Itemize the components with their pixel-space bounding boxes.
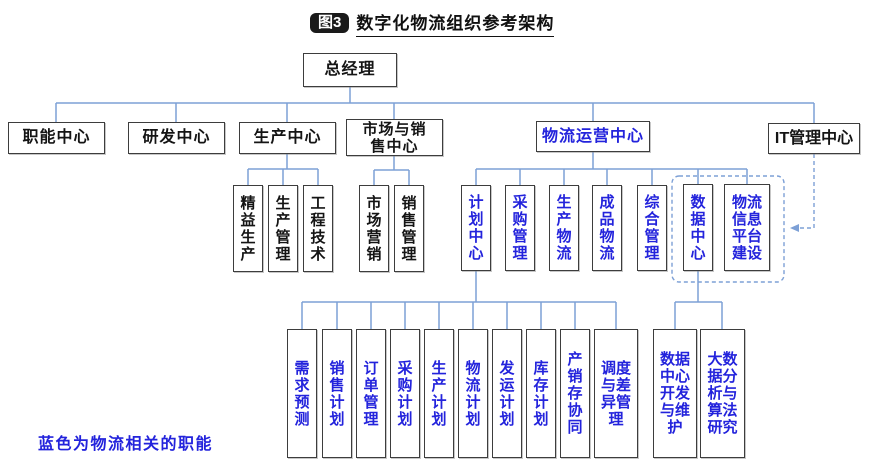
node-logistics-operation-center: 物流运营中心: [536, 121, 650, 152]
node-psi-collaboration: 产销存协同: [560, 329, 590, 458]
node-label: 成品物流: [599, 194, 615, 262]
node-label: 精益生产: [240, 194, 256, 263]
node-label: 销售管理: [401, 194, 417, 263]
node-label: 采购管理: [512, 194, 528, 262]
legend-note: 蓝色为物流相关的职能: [38, 436, 214, 453]
connector-root-level2: [55, 87, 815, 123]
node-label: 生产管理: [275, 194, 291, 263]
node-data-center: 数据中心: [683, 184, 713, 271]
node-marketing: 市场营销: [359, 185, 389, 272]
node-label: 订单管理: [363, 359, 379, 428]
node-label: 生产中心: [253, 129, 322, 146]
node-inventory-plan: 库存计划: [526, 329, 556, 458]
node-label: 大数据分析与算法研究: [707, 351, 738, 436]
node-bigdata-analytics-algorithm: 大数据分析与算法研究: [700, 329, 745, 458]
node-dc-development-maintenance: 数据中心开发与维护: [653, 329, 697, 458]
node-label: 需求预测: [294, 359, 310, 428]
node-shipping-plan: 发运计划: [492, 329, 522, 458]
node-it-management-center: IT管理中心: [768, 123, 860, 154]
node-logistics-plan: 物流计划: [458, 329, 488, 458]
node-label: 库存计划: [533, 359, 549, 428]
node-finished-goods-logistics: 成品物流: [592, 185, 622, 271]
node-general-management: 综合管理: [637, 185, 667, 271]
node-label: 物流计划: [465, 359, 481, 428]
figure-title: 数字化物流组织参考架构: [356, 9, 555, 37]
node-label: 数据中心: [690, 193, 706, 262]
connector-data-center: [674, 271, 723, 329]
figure-number-badge: 图3: [310, 13, 350, 33]
node-label: 研发中心: [142, 129, 211, 146]
node-label: 采购计划: [397, 359, 413, 428]
node-functional-center: 职能中心: [8, 122, 105, 154]
node-label: 市场营销: [366, 194, 382, 263]
node-procurement-management: 采购管理: [505, 185, 535, 271]
connector-planning: [301, 271, 617, 329]
node-label: 物流运营中心: [541, 127, 644, 145]
node-label: 职能中心: [22, 129, 91, 146]
connector-marketing: [373, 156, 410, 185]
node-planning-center: 计划中心: [461, 185, 491, 271]
node-production-plan: 生产计划: [424, 329, 454, 458]
node-production-management: 生产管理: [268, 185, 298, 272]
node-demand-forecast: 需求预测: [287, 329, 317, 458]
dashed-arrow-it-to-data: [790, 154, 815, 232]
node-label: 总经理: [324, 61, 376, 78]
node-label: 产销存协同: [567, 351, 583, 436]
node-label: 生产计划: [431, 359, 447, 428]
node-production-logistics: 生产物流: [549, 185, 579, 271]
node-label: 综合管理: [644, 194, 660, 262]
dashed-group-outline: [671, 175, 785, 283]
node-label: 生产物流: [556, 194, 572, 262]
node-engineering-technology: 工程技术: [303, 185, 333, 272]
node-logistics-info-platform: 物流信息平台建设: [724, 184, 770, 271]
node-label: 计划中心: [468, 194, 484, 262]
node-production-center: 生产中心: [239, 122, 336, 154]
node-order-management: 订单管理: [356, 329, 386, 458]
connector-logistics: [475, 152, 748, 185]
node-scheduling-variance-management: 调度与差异管理: [594, 329, 638, 458]
node-label: 调度与差异管理: [600, 359, 631, 428]
node-label: 数据中心开发与维护: [659, 351, 690, 436]
node-label: 市场与销售中心: [362, 120, 427, 155]
node-lean-production: 精益生产: [233, 185, 263, 272]
figure-title-row: 图3 数字化物流组织参考架构: [310, 9, 555, 37]
node-procurement-plan: 采购计划: [390, 329, 420, 458]
node-sales-plan: 销售计划: [322, 329, 352, 458]
node-label: 销售计划: [329, 359, 345, 428]
node-rnd-center: 研发中心: [128, 122, 225, 154]
node-label: IT管理中心: [774, 129, 854, 147]
node-label: 工程技术: [310, 194, 326, 263]
node-general-manager: 总经理: [303, 53, 397, 87]
connector-production: [247, 154, 319, 185]
node-label: 发运计划: [499, 359, 515, 428]
node-sales-management: 销售管理: [394, 185, 424, 272]
node-marketing-sales-center: 市场与销售中心: [346, 119, 443, 156]
node-label: 物流信息平台建设: [731, 193, 762, 262]
